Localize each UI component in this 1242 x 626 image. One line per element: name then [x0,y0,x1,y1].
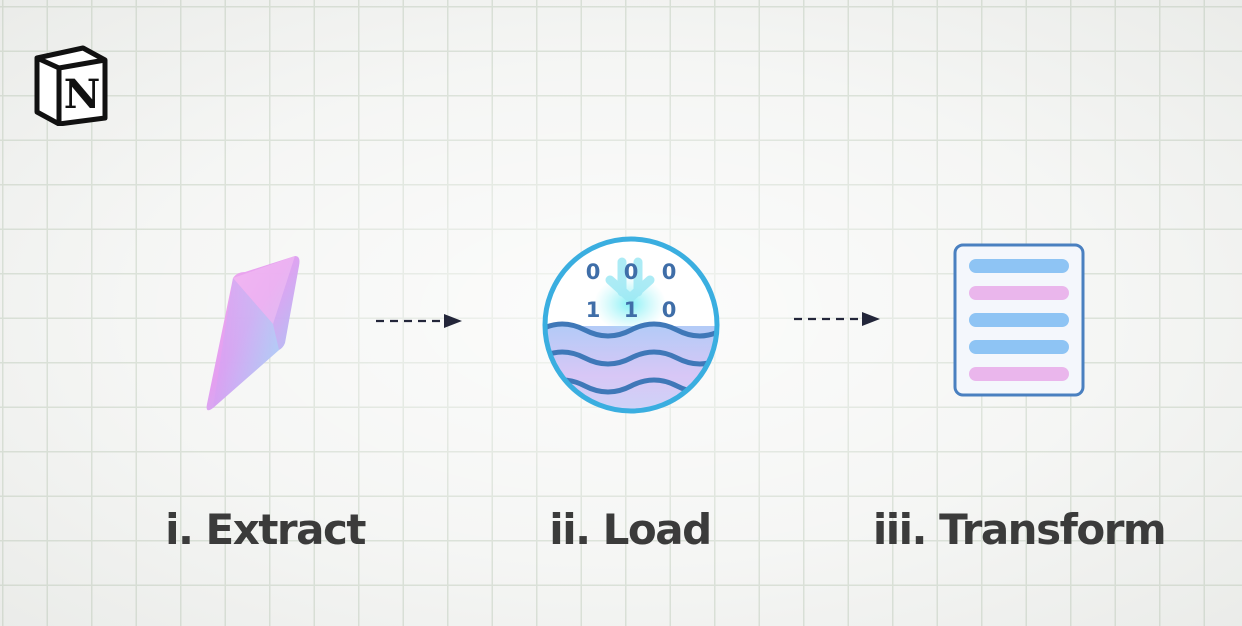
bit-digit: 0 [586,260,601,284]
bit-digit: 1 [624,298,639,322]
extract-icon [195,248,315,423]
document-table-icon [953,243,1085,397]
notion-logo-icon: N [33,44,109,127]
step-label-transform: iii. Transform [872,505,1167,554]
crystal-prism-icon [206,256,300,411]
bit-digit: 0 [662,260,677,284]
notion-logo-letter: N [64,71,101,118]
data-lake-icon: 0 0 0 1 1 0 [542,236,720,414]
load-icon: 0 0 0 1 1 0 [540,234,722,416]
bit-digit: 1 [586,298,601,322]
step-label-load: ii. Load [549,505,712,554]
arrow-right-icon [792,309,884,333]
step-label-extract: i. Extract [165,505,366,554]
transform-icon [952,242,1088,400]
bit-digit: 0 [624,260,639,284]
arrow-right-icon [374,311,466,335]
bit-digit: 0 [662,298,677,322]
